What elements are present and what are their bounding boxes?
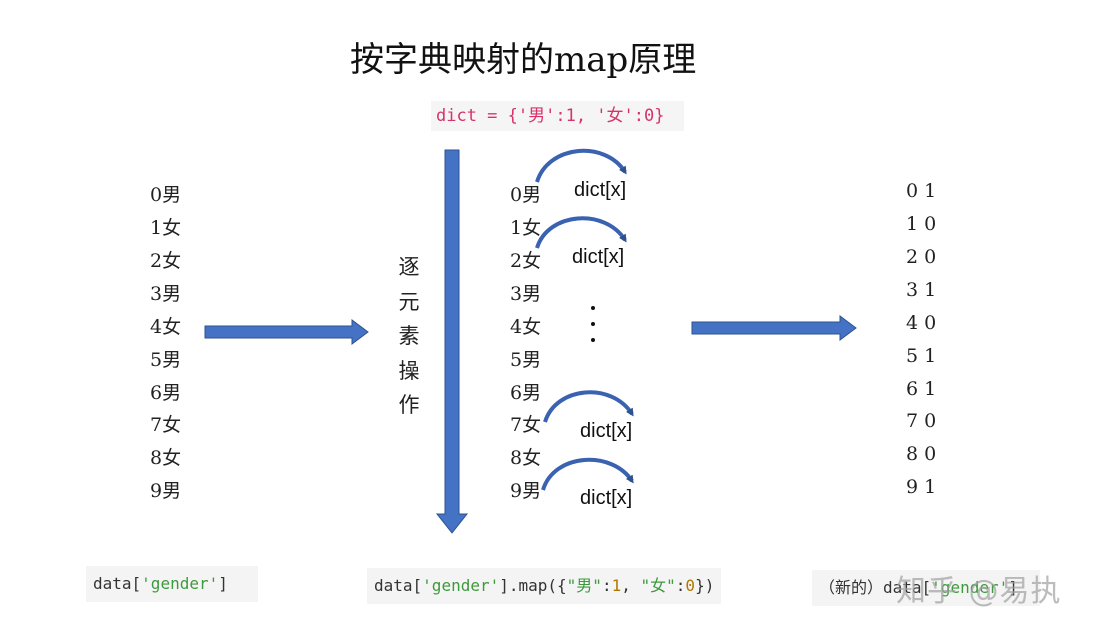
code-number: 1 [611,576,622,595]
code-right: （新的）data['gender'] [812,570,1040,606]
middle-row: 8女 [510,447,542,469]
middle-row: 1女 [510,217,542,239]
middle-row: 9男 [510,480,542,502]
curved-arrow-icon [543,390,634,423]
curved-arrow-icon [535,216,627,249]
right-arrow-icon [204,319,369,345]
code-text: , [621,576,641,595]
curved-arrow-icon [541,457,634,491]
right-row: 5 1 [906,345,937,367]
right-row: 1 0 [906,213,937,235]
code-left: data['gender'] [86,566,258,602]
right-row: 4 0 [906,312,937,334]
code-text: }) [695,576,715,595]
left-row: 7女 [150,414,182,436]
code-text: ].map({ [499,576,567,595]
middle-row: 0男 [510,184,542,206]
dict-lookup-label: dict[x] [572,246,625,268]
left-row: 3男 [150,283,182,305]
middle-row: 2女 [510,250,542,272]
middle-row: 4女 [510,316,542,338]
dict-lookup-label: dict[x] [580,487,633,509]
right-arrow-icon [691,315,857,341]
left-row: 6男 [150,382,182,404]
ellipsis-icon [588,306,598,346]
left-row: 5男 [150,349,182,371]
left-row: 1女 [150,217,182,239]
left-row: 0男 [150,184,182,206]
middle-row: 5男 [510,349,542,371]
middle-row: 3男 [510,283,542,305]
left-row: 9男 [150,480,182,502]
dict-lookup-label: dict[x] [574,179,627,201]
code-text: ] [1008,578,1018,597]
page-title: 按字典映射的map原理 [350,40,697,80]
right-row: 3 1 [906,279,937,301]
code-string: 'gender' [422,576,500,595]
code-text: ] [218,574,228,593]
code-text: data[ [374,576,423,595]
curved-arrow-icon [535,148,627,183]
code-text: data[ [93,574,142,593]
left-row: 2女 [150,250,182,272]
code-string: "男" [566,576,602,595]
code-text: （新的）data[ [819,578,932,597]
code-string: 'gender' [141,574,219,593]
code-string: "女" [640,576,676,595]
code-text: : [675,576,686,595]
dict-definition-code: dict = {'男':1, '女':0} [431,101,684,131]
code-number: 0 [685,576,696,595]
right-row: 8 0 [906,443,937,465]
right-row: 9 1 [906,476,937,498]
middle-row: 7女 [510,414,542,436]
code-string: 'gender' [931,578,1009,597]
element-wise-label: 逐元素操作 [398,255,420,417]
right-row: 0 1 [906,180,937,202]
watermark: 知乎 @易执 [896,574,1062,609]
right-row: 6 1 [906,378,937,400]
left-row: 8女 [150,447,182,469]
code-middle: data['gender'].map({"男":1, "女":0}) [367,568,721,604]
right-row: 2 0 [906,246,937,268]
left-row: 4女 [150,316,182,338]
middle-row: 6男 [510,382,542,404]
down-arrow-icon [435,149,469,534]
right-row: 7 0 [906,410,937,432]
code-text: : [601,576,612,595]
dict-lookup-label: dict[x] [580,420,633,442]
